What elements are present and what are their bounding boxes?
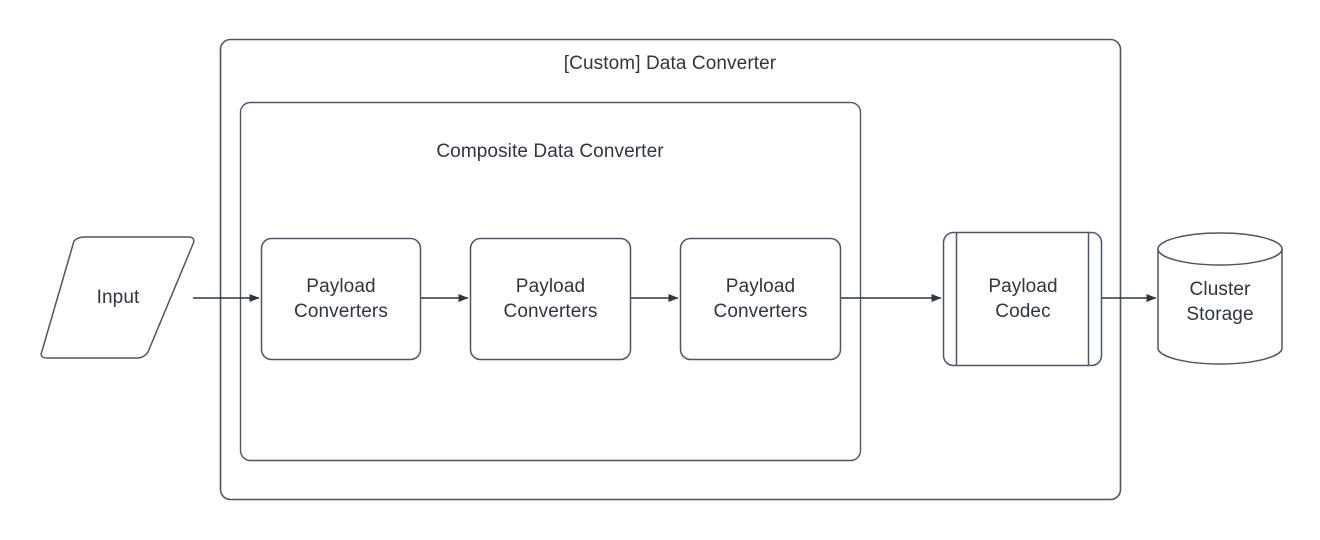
- node-cluster-storage-shape[interactable]: [1157, 232, 1283, 365]
- container-custom-data-converter-title: [Custom] Data Converter: [563, 53, 777, 74]
- container-composite-data-converter-title: Composite Data Converter: [436, 141, 664, 162]
- node-payload-converters-3-shape[interactable]: [679, 237, 842, 361]
- node-payload-converters-2-shape[interactable]: [469, 237, 632, 361]
- node-input-shape[interactable]: [40, 236, 195, 359]
- node-payload-converters-1-shape[interactable]: [260, 237, 422, 361]
- node-payload-codec-shape[interactable]: [942, 231, 1103, 367]
